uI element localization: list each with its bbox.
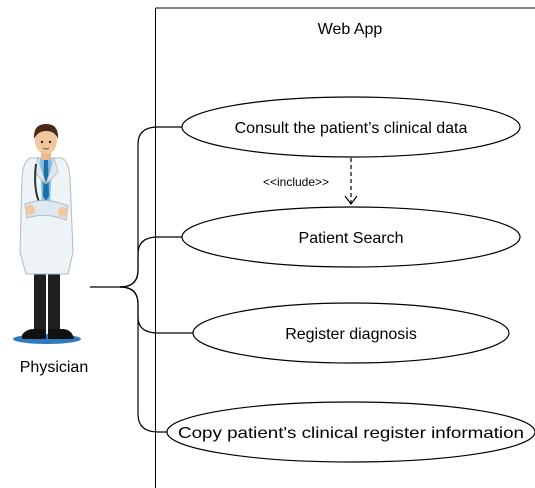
association-line-search bbox=[119, 236, 182, 288]
use-case-register-label: Register diagnosis bbox=[285, 326, 417, 343]
system-boundary bbox=[155, 7, 535, 488]
include-arrow-head bbox=[344, 195, 358, 205]
use-case-search-label: Patient Search bbox=[299, 230, 404, 247]
use-case-search-ellipse bbox=[181, 206, 521, 268]
use-case-copy-ellipse bbox=[166, 401, 535, 463]
actor-label: Physician bbox=[20, 359, 88, 376]
association-line-copy bbox=[119, 286, 167, 433]
include-label: <<include>> bbox=[263, 175, 329, 189]
use-case-consult-ellipse bbox=[181, 96, 521, 158]
doctor-icon bbox=[13, 124, 81, 344]
use-case-consult-label: Consult the patient’s clinical data bbox=[235, 120, 468, 137]
use-case-register-ellipse bbox=[192, 302, 510, 364]
association-line-register bbox=[119, 286, 193, 334]
association-line-consult bbox=[90, 126, 182, 288]
use-case-copy-label: Copy patient's clinical register informa… bbox=[178, 425, 524, 442]
system-title: Web App bbox=[318, 21, 383, 38]
